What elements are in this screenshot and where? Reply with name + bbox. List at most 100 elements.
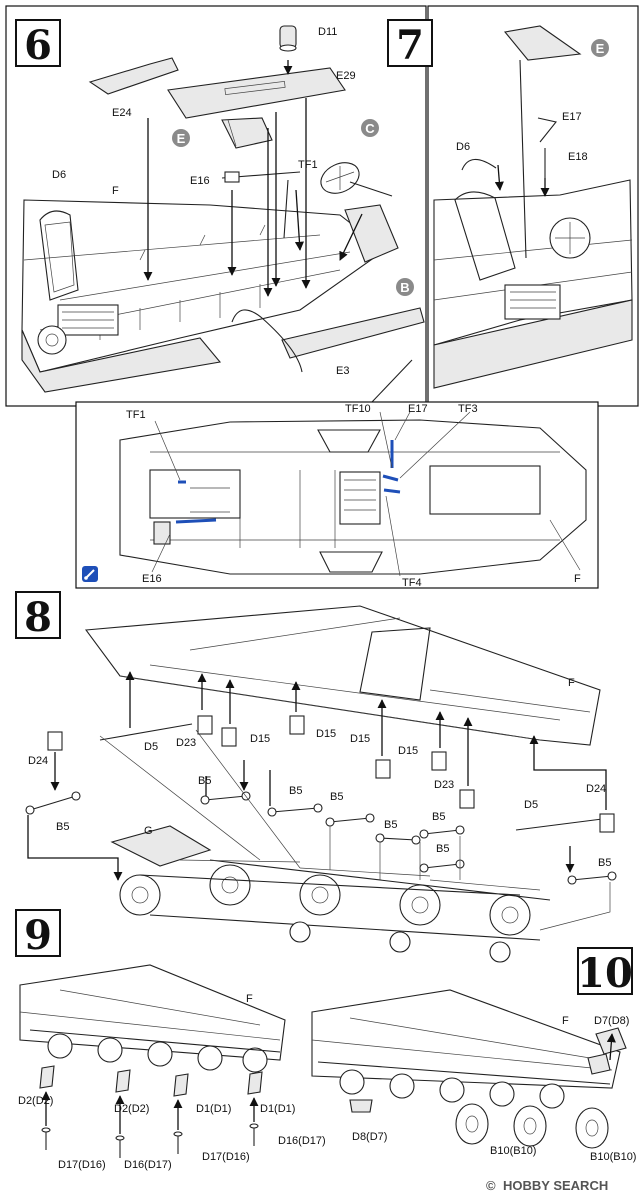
label-s8-d5-right: D5 [524, 799, 538, 811]
label-detail-e16: E16 [142, 573, 162, 585]
step-6-panel: 6 [5, 5, 427, 407]
hull-upper-8 [84, 605, 601, 746]
label-s8-b5-e: B5 [432, 811, 445, 823]
step-8-badge [15, 591, 61, 639]
detail-rear-bay [429, 465, 541, 515]
callout-e-7: E [591, 39, 609, 57]
hull-underside-9 [19, 964, 286, 1073]
hull-hatch-8 [359, 627, 431, 701]
label-s9-d2-a: D2(D2) [18, 1095, 53, 1107]
part-d24-left [47, 731, 63, 751]
steering-wheel-c [320, 162, 393, 197]
label-s8-b5-f: B5 [436, 843, 449, 855]
label-f: F [112, 185, 119, 197]
svg-text:B: B [400, 280, 409, 295]
step-6-badge [15, 19, 61, 67]
label-detail-tf3: TF3 [458, 403, 478, 415]
label-s8-d15-c: D15 [350, 733, 370, 745]
highlight-e16 [175, 518, 217, 524]
hull-underside-10 [311, 989, 621, 1109]
label-s8-d24-left: D24 [28, 755, 48, 767]
label-s8-d15-b: D15 [316, 728, 336, 740]
step-10-badge [577, 947, 633, 995]
label-s8-f: F [568, 677, 575, 689]
watermark-mark: © [486, 1178, 496, 1193]
label-s8-b5-d: B5 [384, 819, 397, 831]
svg-text:C: C [365, 121, 375, 136]
part-d15-c [375, 759, 391, 779]
label-detail-f: F [574, 573, 581, 585]
watermark-text: HOBBY SEARCH [503, 1178, 608, 1193]
label-s8-b5-c: B5 [330, 791, 343, 803]
label-s9-f: F [246, 993, 253, 1005]
label-s9-d17-b: D17(D16) [202, 1151, 250, 1163]
label-s8-b5-left: B5 [56, 821, 69, 833]
step-6-number: 6 [24, 22, 52, 69]
label-s10-f: F [562, 1015, 569, 1027]
shift-rod-7 [519, 59, 527, 259]
part-d23-left [197, 715, 213, 735]
label-e18-7: E18 [568, 151, 588, 163]
part-d8-10 [349, 1099, 373, 1113]
radiator-7 [504, 284, 561, 320]
label-d11: D11 [318, 26, 337, 38]
label-s9-d16-a: D16(D17) [124, 1159, 172, 1171]
detail-leader [371, 359, 413, 403]
part-g-bracket [110, 825, 212, 867]
callout-e-6: E [172, 129, 190, 147]
step-8-panel: 8 [15, 591, 617, 963]
detail-top-view-panel: TF1 TF10 E17 TF3 E16 TF4 F [75, 359, 599, 589]
label-d6-7: D6 [456, 141, 470, 153]
label-detail-e17: E17 [408, 403, 428, 415]
part-e-top-7 [503, 25, 582, 61]
step-10-panel: 10 F D7(D8) D8(D7) B10(B10) B10(B10) [311, 947, 636, 1163]
label-s9-d1-a: D1(D1) [196, 1103, 231, 1115]
step-9-badge [15, 909, 61, 957]
label-s8-b5-right: B5 [598, 857, 611, 869]
label-s9-d16-b: D16(D17) [278, 1135, 326, 1147]
road-wheels-10 [455, 1103, 609, 1149]
step-7-number: 7 [396, 22, 424, 69]
step-7-badge [387, 19, 433, 67]
label-e3: E3 [336, 365, 349, 377]
part-d23-right [459, 789, 475, 809]
cable-loop-6 [231, 309, 303, 373]
label-s10-b10-b: B10(B10) [590, 1151, 636, 1163]
label-detail-tf10: TF10 [345, 403, 371, 415]
fittings-8 [47, 715, 615, 833]
hull-chassis-7 [433, 179, 633, 389]
step-8-number: 8 [24, 594, 52, 641]
label-e16: E16 [190, 175, 210, 187]
label-s8-d15-a: D15 [250, 733, 270, 745]
label-s10-d7: D7(D8) [594, 1015, 629, 1027]
part-d15-a [221, 727, 237, 747]
label-s9-d17-a: D17(D16) [58, 1159, 106, 1171]
label-s8-b5-b: B5 [289, 785, 302, 797]
callout-b-6: B [396, 278, 414, 296]
hull-chassis-6 [21, 199, 386, 393]
label-s8-d23-right: D23 [434, 779, 454, 791]
part-d15-b [289, 715, 305, 735]
part-d11 [279, 25, 297, 52]
part-e24 [88, 57, 179, 95]
paint-brush-icon [82, 566, 98, 582]
part-d15-d [431, 751, 447, 771]
watermark: © HOBBY SEARCH [486, 1178, 608, 1193]
svg-text:E: E [596, 41, 605, 56]
label-d6: D6 [52, 169, 66, 181]
part-tf1 [283, 179, 289, 239]
bump-stops-9 [39, 1065, 263, 1097]
part-e3 [281, 307, 425, 359]
label-tf1: TF1 [298, 159, 318, 171]
detail-radiator [339, 471, 381, 525]
part-d6-7 [461, 158, 497, 171]
step-10-number: 10 [577, 950, 633, 997]
svg-text:E: E [177, 131, 186, 146]
label-s8-g: G [144, 825, 153, 837]
label-s8-d5-left: D5 [144, 741, 158, 753]
part-d7-small-10 [587, 1053, 611, 1075]
label-detail-tf1: TF1 [126, 409, 146, 421]
step-7-panel: 7 E17 E18 D6 E [387, 5, 639, 407]
part-d5-left [99, 723, 193, 741]
